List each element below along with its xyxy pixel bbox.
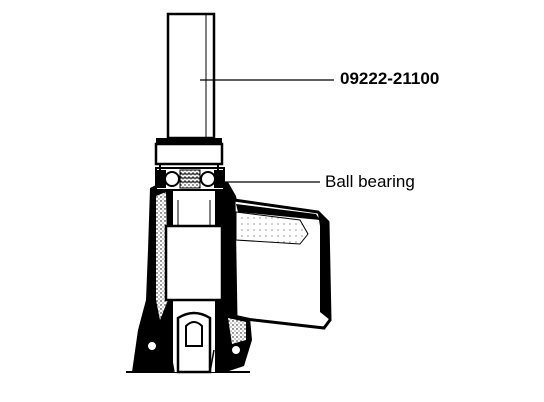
ball-bearing-label: Ball bearing (325, 172, 415, 191)
ball-bearing (155, 167, 225, 191)
shaft (146, 190, 242, 374)
tool-part-number-label: 09222-21100 (340, 69, 440, 88)
installer-tool (154, 12, 224, 170)
